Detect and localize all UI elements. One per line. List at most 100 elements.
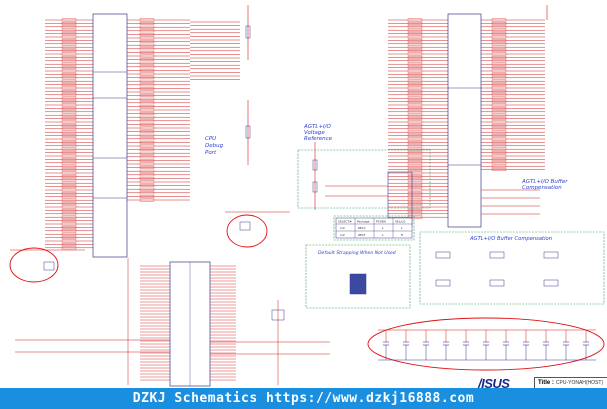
pin-label-box <box>139 97 155 101</box>
pin-label-box <box>61 39 77 42</box>
pin-label-box <box>61 117 77 120</box>
pin-label-box <box>407 161 423 165</box>
pin-label-box <box>491 52 507 56</box>
pin-label-box <box>491 35 507 39</box>
pin-label-box <box>491 158 507 161</box>
pin-label-box <box>491 127 507 131</box>
pin-label-box <box>61 134 77 137</box>
pin-label-box <box>61 18 77 22</box>
pin-label-box <box>139 108 155 112</box>
pin-label-box <box>61 52 77 56</box>
pin-label-box <box>139 155 155 159</box>
pin-label-box <box>407 76 423 80</box>
pin-label-box <box>61 185 77 188</box>
pin-label-box <box>407 130 423 134</box>
label-agtl-buffer-comp-mid: AGTL+I/O Buffer Compensation <box>469 236 552 242</box>
pin-label-box <box>139 177 155 180</box>
pin-label-box <box>61 226 77 229</box>
pin-label-box <box>61 158 77 161</box>
pin-label-box <box>491 79 507 83</box>
pin-label-box <box>61 188 77 192</box>
pin-label-box <box>61 86 77 90</box>
pin-label-box <box>139 47 155 51</box>
pin-label-box <box>139 18 155 22</box>
pin-label-box <box>407 25 423 29</box>
pin-label-box <box>407 79 423 83</box>
pin-label-box <box>407 141 423 144</box>
pin-label-box <box>407 144 423 148</box>
pin-label-box <box>407 100 423 103</box>
pin-label-box <box>61 120 77 124</box>
pin-label-box <box>139 65 155 69</box>
pin-label-box <box>407 22 423 25</box>
pin-label-box <box>407 62 423 66</box>
pin-label-box <box>139 166 155 169</box>
pin-label-box <box>61 151 77 154</box>
pin-label-box <box>61 147 77 151</box>
pin-label-box <box>407 151 423 154</box>
comp-resistor <box>489 251 505 259</box>
pin-label-box <box>407 83 423 86</box>
pin-label-box <box>139 173 155 177</box>
buffer-comp-box <box>419 231 605 305</box>
pin-label-box <box>407 134 423 137</box>
comp-resistor <box>489 279 505 287</box>
pin-label-box <box>61 90 77 93</box>
strap-table-box <box>333 215 415 241</box>
pin-label-box <box>61 113 77 117</box>
pin-label-box <box>61 161 77 165</box>
vref-resistor <box>312 159 318 171</box>
title-label: Title : <box>538 380 554 386</box>
pin-label-box <box>139 90 155 94</box>
strap-resistor-pack <box>349 273 367 295</box>
pin-label-box <box>139 119 155 123</box>
table-cell: ZELC <box>358 226 366 230</box>
pin-label-box <box>139 198 155 202</box>
pin-label-box <box>491 90 507 93</box>
pin-label-box <box>61 56 77 59</box>
pin-label-box <box>61 96 77 100</box>
pin-label-box <box>491 134 507 137</box>
pin-label-box <box>61 127 77 131</box>
cpu-ic-block-left <box>92 13 128 258</box>
pin-label-box <box>139 141 155 144</box>
cpu-ic-block-right <box>447 13 482 228</box>
pin-label-box <box>61 175 77 178</box>
pin-label-box <box>61 246 77 250</box>
pin-label-box <box>139 25 155 29</box>
pin-label-box <box>491 117 507 120</box>
pin-label-box <box>139 195 155 198</box>
agtl-vref-dashed-box <box>297 149 431 209</box>
pin-label-box <box>139 79 155 83</box>
pin-label-box <box>407 195 423 199</box>
pin-label-box <box>61 62 77 66</box>
pin-label-box <box>139 184 155 187</box>
pin-label-box <box>407 154 423 158</box>
pin-label-box <box>61 205 77 209</box>
table-cell: 1/2 <box>340 233 345 237</box>
pin-label-box <box>61 178 77 182</box>
pin-label-box <box>491 168 507 171</box>
pin-label-box <box>139 126 155 130</box>
pin-label-box <box>61 164 77 168</box>
highlight-circle-left <box>9 247 59 283</box>
pin-label-box <box>139 83 155 87</box>
pin-label-box <box>407 178 423 182</box>
pin-label-box <box>491 124 507 127</box>
pin-label-box <box>491 42 507 46</box>
pin-label-box <box>491 120 507 124</box>
pin-label-box <box>407 164 423 168</box>
pin-label-box <box>139 69 155 72</box>
pin-label-box <box>61 181 77 185</box>
pin-label-box <box>407 127 423 131</box>
resistor-top <box>245 25 251 39</box>
schematic-static: CPU Debug Port AGTL+I/O Voltage Referenc… <box>9 5 605 387</box>
pin-label-box <box>491 76 507 80</box>
pin-label-box <box>139 162 155 166</box>
pin-label-box <box>61 141 77 144</box>
watermark-footer: DZKJ Schematics https://www.dzkj16888.co… <box>0 388 607 409</box>
pin-label-box <box>139 105 155 108</box>
transistor <box>43 261 55 271</box>
pin-label-box <box>61 232 77 236</box>
highlight-circle-caps <box>367 317 605 371</box>
